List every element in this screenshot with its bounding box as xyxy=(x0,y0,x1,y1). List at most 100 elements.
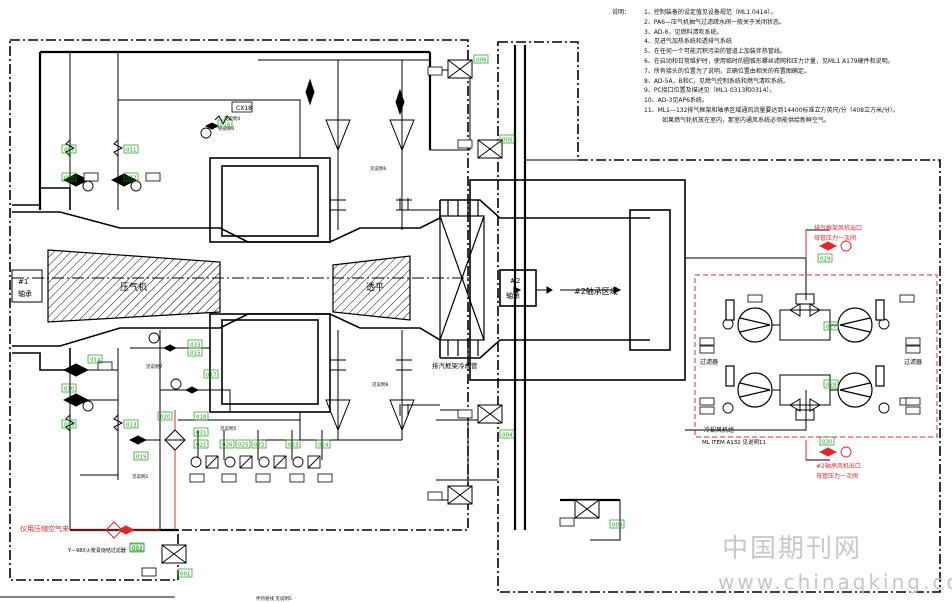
cooling-fan-icons xyxy=(725,299,885,408)
solenoid-valves xyxy=(161,59,600,564)
tag-015: 015 xyxy=(187,347,203,357)
tag-025: 025 xyxy=(235,439,251,449)
tag-029: 029 xyxy=(817,253,833,263)
compressor-label: 压气机 xyxy=(120,281,147,293)
bearing-fan-outlet-2: 母管压力一次阀 xyxy=(816,472,858,480)
process-piping xyxy=(69,52,870,541)
tag-021: 021 xyxy=(193,439,209,449)
note-ref: 见说明7 xyxy=(146,363,162,370)
note-item: 10、AD-3见AP6系统。 xyxy=(644,97,708,105)
watermark-cn: 中国期刊网 xyxy=(722,534,863,564)
switch-icons xyxy=(205,455,321,469)
notes-block: 说明： 1、控制装备的设定值见设备规范（ML1 0414）。2、PA6—压气机抽… xyxy=(612,8,942,126)
svg-text:009: 009 xyxy=(64,423,75,429)
svg-text:021: 021 xyxy=(196,443,207,449)
note-ref: 见说明5 xyxy=(220,425,236,432)
svg-text:008: 008 xyxy=(64,176,75,182)
svg-text:033: 033 xyxy=(190,343,201,349)
tag-009: 009 xyxy=(61,419,77,429)
tag-024: 024 xyxy=(315,439,331,449)
damper-icons xyxy=(789,293,821,421)
note-ref: 见说明3 xyxy=(218,125,234,132)
svg-text:019: 019 xyxy=(136,455,147,461)
exhaust-fan-outlet-1: 排气框架风机出口 xyxy=(814,224,862,232)
svg-text:015: 015 xyxy=(190,351,201,357)
tag-033: 033 xyxy=(187,339,203,349)
note-ref: 见说明4 xyxy=(224,115,240,122)
bearing1-label-a: #1 xyxy=(18,278,28,286)
svg-text:023: 023 xyxy=(288,443,299,449)
svg-text:012: 012 xyxy=(126,176,137,182)
svg-text:002: 002 xyxy=(132,547,143,553)
filter-right-label: 过滤器 xyxy=(904,358,922,366)
exhaust-fan-outlet-2: 母管压力一次阀 xyxy=(814,234,856,242)
equipment-tags: 001 002 003 004 005 006 007 008 009 010 … xyxy=(61,54,839,578)
transmitter-boxes xyxy=(83,66,921,577)
bearing2-label-a: #2 xyxy=(510,277,520,285)
tag-017: 017 xyxy=(203,369,219,379)
cooling-fan-label: 冷却风机组 xyxy=(704,426,734,434)
turbine-label: 透平 xyxy=(366,282,384,293)
tag-031: 031 xyxy=(193,427,209,437)
tag-014: 014 xyxy=(87,354,103,364)
svg-text:032: 032 xyxy=(132,546,143,552)
note-item: 9、PC接口位置及描述见（ML1 0313和0314）。 xyxy=(644,87,776,95)
svg-text:007: 007 xyxy=(64,148,75,154)
tag-012: 012 xyxy=(123,172,139,182)
note-ref: 见说明2 xyxy=(132,473,148,480)
valve-icons xyxy=(62,78,838,535)
note-item: 7、所有接头的位置为了说明，正确位置由相关的布置图确定。 xyxy=(644,67,810,75)
tag-005: 005 xyxy=(499,134,515,144)
svg-text:027: 027 xyxy=(826,325,837,331)
watermark-url: www.chinaqking.com xyxy=(718,570,952,594)
tag-022: 022 xyxy=(251,439,267,449)
tag-028: 028 xyxy=(823,379,839,389)
bottom-note-ref: 伴热管线 见说明5 xyxy=(256,595,292,602)
svg-text:014: 014 xyxy=(90,358,101,364)
note-item: 如果燃气轮机放在室内，那室内通风系统必须能供给新鲜空气。 xyxy=(662,116,831,124)
notes-heading: 说明： xyxy=(612,9,631,16)
svg-text:016: 016 xyxy=(220,123,231,129)
tag-003: 003 xyxy=(609,519,625,529)
bearing-fan-outlet-1: #2轴承风机出口 xyxy=(816,462,861,470)
bearing1-label-b: 轴承 xyxy=(18,289,32,298)
tag-020: 020 xyxy=(157,411,173,421)
air-filter-label: Y—98X火炭膏烧结过滤器 xyxy=(67,547,126,554)
tag-018: 018 xyxy=(193,411,209,421)
tag-023: 023 xyxy=(285,439,301,449)
tag-001: 001 xyxy=(177,568,193,578)
tag-008: 008 xyxy=(61,172,77,182)
note-item: 4、见进气加热系统和透排气系统 xyxy=(644,38,732,46)
bearing2-zone-label: #2轴承区域 xyxy=(574,286,618,296)
tag-032: 032 xyxy=(129,542,145,552)
svg-text:026: 026 xyxy=(222,443,233,449)
svg-text:022: 022 xyxy=(254,443,265,449)
tag-010: 010 xyxy=(61,383,77,393)
svg-text:006: 006 xyxy=(476,58,487,64)
tag-027: 027 xyxy=(823,321,839,331)
svg-text:029: 029 xyxy=(820,257,831,263)
svg-text:004: 004 xyxy=(502,433,513,439)
note-ref: 见说明8 xyxy=(372,381,388,388)
svg-text:003: 003 xyxy=(612,523,623,529)
svg-text:031: 031 xyxy=(196,431,207,437)
svg-text:018: 018 xyxy=(196,415,207,421)
tag-011: 011 xyxy=(123,144,139,154)
note-ref: 见说明6 xyxy=(370,165,386,172)
check-valve-icons xyxy=(325,119,415,432)
cooling-fan-ref: ML ITEM A132 见说明11 xyxy=(702,438,766,446)
turbine-rotor xyxy=(332,255,411,321)
svg-text:017: 017 xyxy=(206,373,217,379)
note-item: 2、PA6—压气机抽气过滤疏水阀一般关于关闭状态。 xyxy=(644,18,785,26)
note-item: 3、AD-6，见燃料清吹系统。 xyxy=(644,28,723,36)
svg-text:025: 025 xyxy=(238,443,249,449)
tag-026: 026 xyxy=(219,439,235,449)
svg-text:001: 001 xyxy=(180,572,191,578)
svg-text:010: 010 xyxy=(64,387,75,393)
air-filter-icon xyxy=(164,429,186,451)
svg-text:011: 011 xyxy=(126,148,137,154)
note-item: 11、ML1—132排气框架和轴承区域通风流量要达到14400标准立方英尺/分（… xyxy=(644,106,900,114)
filter-left-label: 过滤器 xyxy=(700,358,718,366)
instrument-air-label: 仪用压缩空气来 xyxy=(20,524,69,533)
tag-013: 013 xyxy=(123,419,139,429)
